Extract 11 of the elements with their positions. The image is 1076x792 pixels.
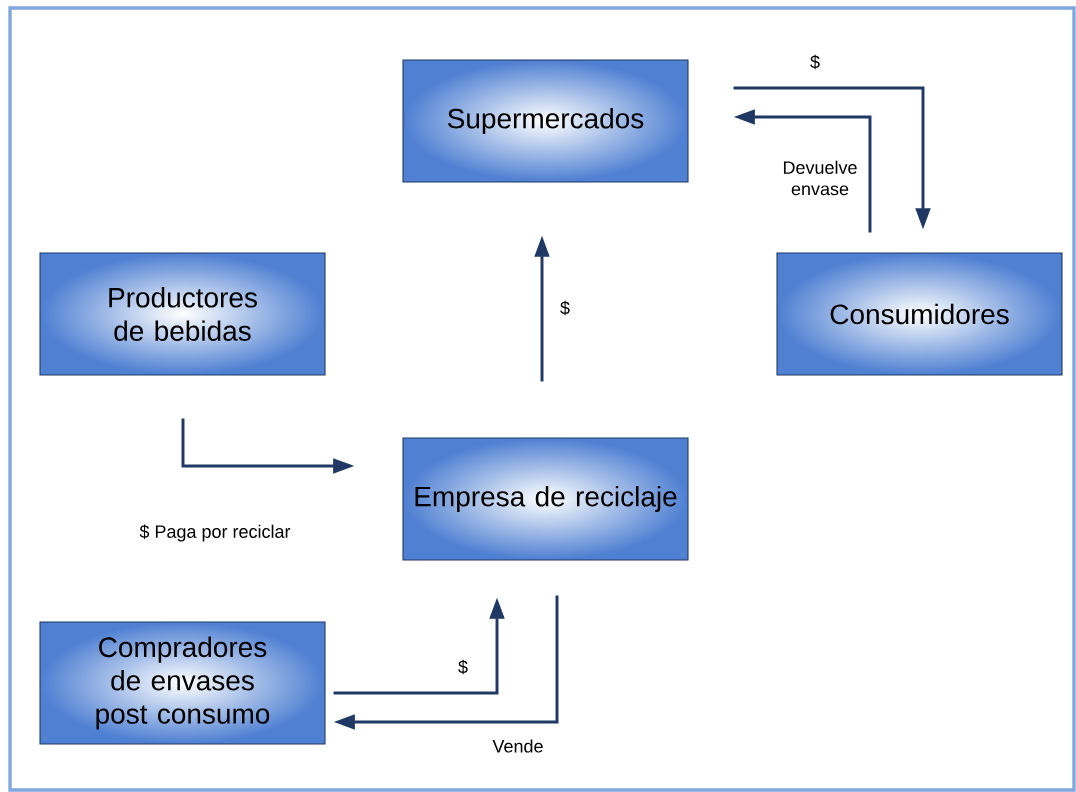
edge-label: $	[558, 299, 572, 317]
edge-label: Devuelve envase	[778, 159, 862, 197]
edge-label: $	[808, 53, 822, 71]
edge-label: Vende	[491, 738, 545, 754]
process-box: Supermercados	[402, 59, 689, 183]
process-box: Productores de bebidas	[39, 252, 326, 376]
process-box: Empresa de reciclaje	[402, 437, 689, 561]
edge-label: $	[456, 658, 470, 676]
process-box: Consumidores	[776, 252, 1063, 376]
process-box: Compradores de envases post consumo	[39, 621, 326, 745]
edge-label: $ Paga por reciclar	[138, 523, 292, 543]
